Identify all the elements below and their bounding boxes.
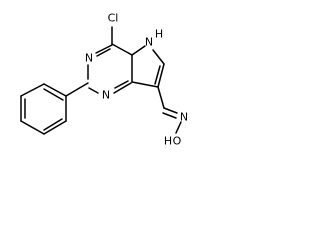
bond-c4a-n5 bbox=[131, 45, 146, 56]
atom-nitrogen-1: N bbox=[102, 89, 110, 102]
bond-c4a-c4 bbox=[111, 43, 133, 56]
bond-ph-1 bbox=[43, 83, 67, 97]
bond-c6-c7-double bbox=[154, 65, 161, 85]
bond-n5-c6 bbox=[152, 49, 165, 65]
bond-c4-n3-double bbox=[96, 48, 111, 57]
atom-hydrogen-nh: H bbox=[155, 28, 163, 41]
bond-ch-n bbox=[163, 107, 178, 114]
bond-ph-1-double bbox=[43, 88, 64, 101]
atom-chlorine: Cl bbox=[108, 12, 119, 25]
bond-ch-n-double bbox=[162, 112, 177, 119]
pyrrole-ring bbox=[131, 45, 165, 88]
atom-nitrogen-nh: N bbox=[145, 36, 153, 49]
atom-nitrogen-3: N bbox=[85, 52, 93, 65]
atom-hydrogen-o: H bbox=[164, 135, 172, 148]
oxime-group bbox=[157, 86, 182, 134]
bond-ph-2 bbox=[20, 83, 45, 97]
bond-n-o bbox=[175, 121, 182, 134]
bond-c4-n3 bbox=[95, 44, 113, 54]
bond-c6-c7 bbox=[157, 63, 165, 88]
atom-oxygen: O bbox=[173, 135, 182, 148]
bond-n1-c7a-double bbox=[114, 80, 129, 89]
bond-n1-c7a bbox=[113, 82, 132, 94]
atom-nitrogen-oxime: N bbox=[180, 111, 188, 124]
bond-ph-4 bbox=[20, 120, 45, 135]
chemical-structure: Cl N H N N N O H bbox=[0, 0, 237, 159]
bond-c2-ph bbox=[65, 82, 89, 97]
pyrimidine-ring bbox=[87, 43, 133, 94]
bond-ph-5 bbox=[43, 120, 67, 135]
bond-c2-n1 bbox=[88, 87, 99, 94]
bond-c7-c7a bbox=[131, 81, 159, 88]
bond-ph-5-double bbox=[43, 118, 63, 131]
phenyl-ring bbox=[20, 82, 89, 135]
bond-c7-ch bbox=[157, 86, 165, 109]
